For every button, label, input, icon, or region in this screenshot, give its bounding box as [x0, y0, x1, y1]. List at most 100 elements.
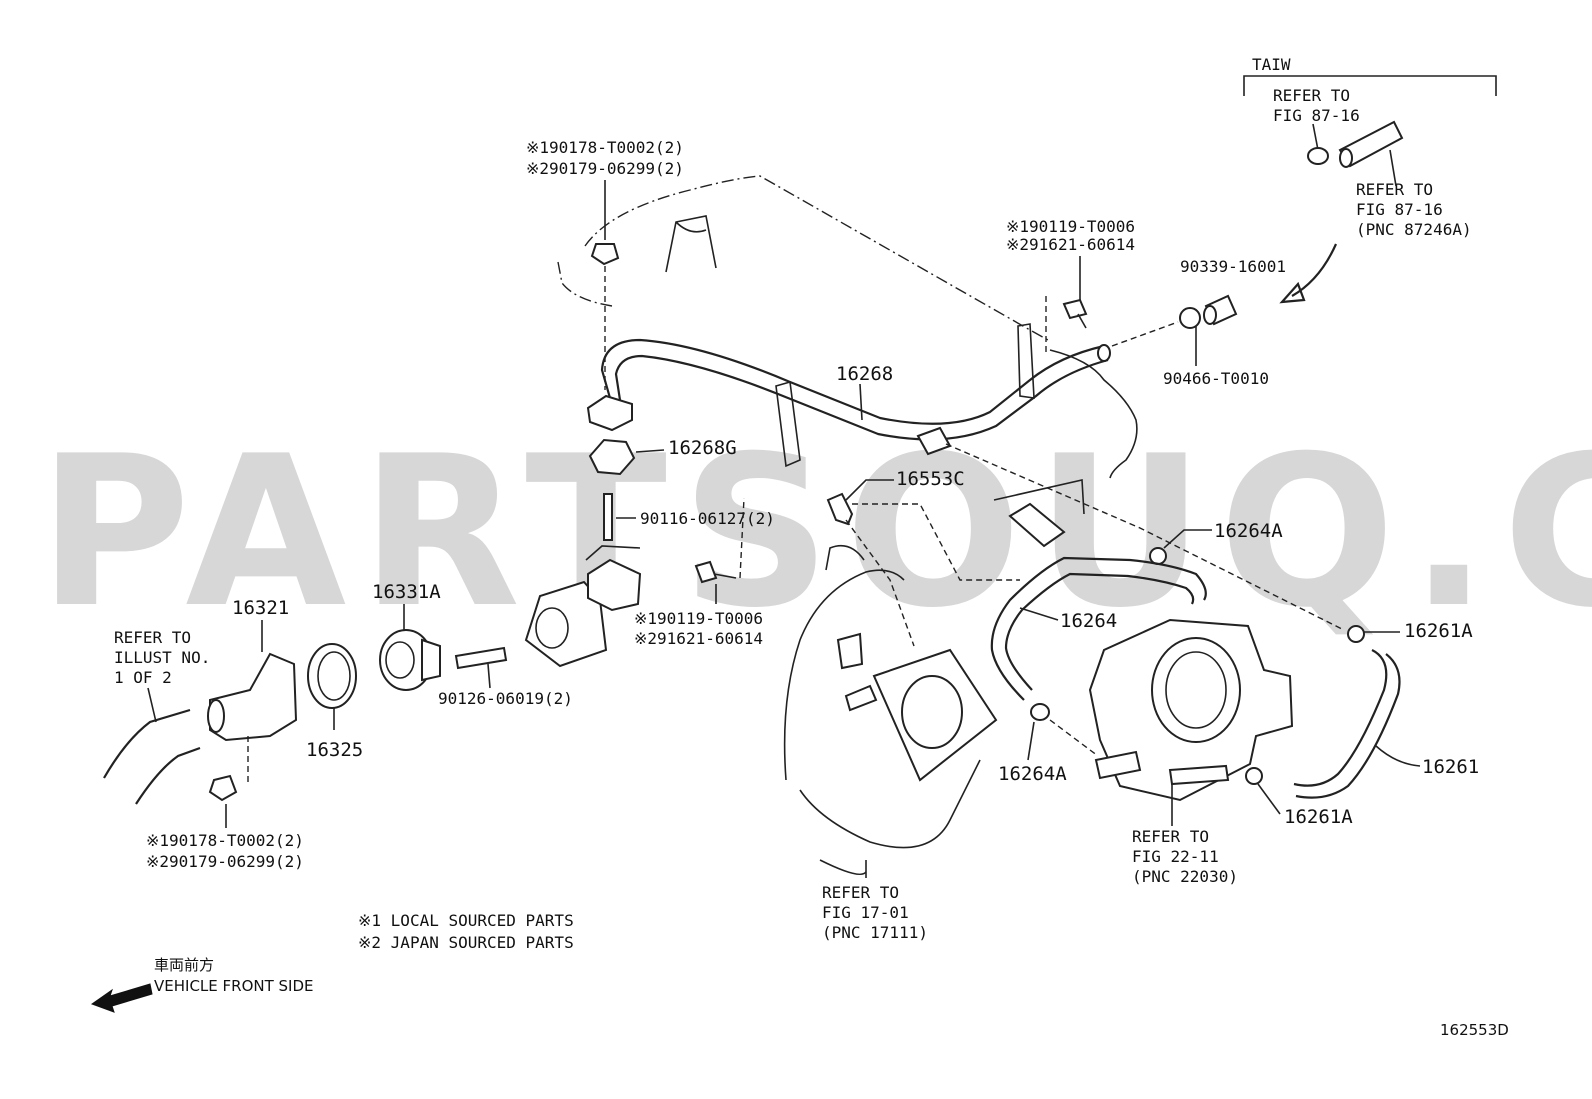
- label-refer-17-line2: FIG 17-01: [822, 903, 909, 922]
- taiw-bracket: [1243, 75, 1497, 96]
- bolt-mid-shank: [713, 573, 737, 579]
- label-16261a-bottom: 16261A: [1284, 806, 1353, 828]
- watermark: PARTSOUQ.COM: [38, 412, 1592, 654]
- radiator-hose-lower: [135, 746, 201, 805]
- front-label-en: VEHICLE FRONT SIDE: [154, 977, 314, 995]
- label-90466: 90466-T0010: [1163, 369, 1269, 388]
- water-outlet-bore: [535, 607, 569, 649]
- manifold-runner-top: [825, 544, 865, 571]
- leader-16553c: [845, 479, 894, 501]
- label-refer-22-line2: FIG 22-11: [1132, 847, 1219, 866]
- taiw-refer1-line1: REFER TO: [1273, 86, 1350, 105]
- label-90116: 90116-06127(2): [640, 509, 775, 528]
- gasket-16325-inner: [317, 651, 351, 701]
- label-refer-17-line1: REFER TO: [822, 883, 899, 902]
- label-refer-22-line1: REFER TO: [1132, 827, 1209, 846]
- taiw-clip: [1307, 147, 1329, 165]
- bolt-right-shank: [1077, 313, 1087, 329]
- water-inlet-port: [207, 699, 225, 733]
- pipe-16268-lower: [614, 354, 1109, 441]
- clip-16261a-bottom: [1245, 767, 1263, 785]
- leader-16264: [1019, 607, 1059, 621]
- clip-16264a-top: [1149, 547, 1167, 565]
- label-16331a: 16331A: [372, 581, 441, 603]
- label-16321: 16321: [232, 597, 289, 619]
- engine-cover-edge: [557, 261, 613, 307]
- label-refer-illust-line3: 1 OF 2: [114, 668, 172, 687]
- front-label-jp: 車両前方: [154, 956, 214, 974]
- hose-16264-upper: [990, 556, 1207, 701]
- water-inlet-16321: [209, 652, 298, 742]
- taiw-hose-end: [1339, 148, 1353, 168]
- nut-bottom: [208, 774, 238, 802]
- oil-cap-top: [675, 221, 707, 233]
- taiw-refer2-line3: (PNC 87246A): [1356, 220, 1472, 239]
- leader-taiw-hose: [1389, 149, 1397, 187]
- legend-japan: ※2 JAPAN SOURCED PARTS: [358, 933, 574, 952]
- label-bolt-right-2: ※291621-60614: [1006, 235, 1135, 254]
- dash-16264a-to-throttle: [1049, 719, 1099, 757]
- diagram-code: 162553D: [1440, 1021, 1509, 1039]
- manifold-lower-edge: [799, 759, 981, 849]
- label-16264a-top: 16264A: [1214, 520, 1283, 542]
- throttle-pipe-right: [1168, 764, 1230, 786]
- leader-16261: [1375, 745, 1421, 767]
- throttle-pipe-left: [1094, 750, 1142, 780]
- taiw-arrow-shaft: [1291, 243, 1338, 297]
- front-arrow-icon: [90, 983, 153, 1013]
- label-bolt-bottom-2: ※290179-06299(2): [146, 852, 304, 871]
- manifold-flange-bore: [901, 675, 963, 749]
- part-90339-cap-end: [1203, 305, 1217, 325]
- engine-block-line: [993, 479, 1085, 515]
- legend-local: ※1 LOCAL SOURCED PARTS: [358, 911, 574, 930]
- dash-clip-path: [852, 503, 1020, 581]
- label-refer-illust-line1: REFER TO: [114, 628, 191, 647]
- label-bolt-top-2: ※290179-06299(2): [526, 159, 684, 178]
- hose-16261-upper: [1293, 649, 1388, 787]
- label-refer-22-line3: (PNC 22030): [1132, 867, 1238, 886]
- leader-16264a-bottom: [1027, 721, 1035, 761]
- label-16264: 16264: [1060, 610, 1117, 632]
- label-90339: 90339-16001: [1180, 257, 1286, 276]
- label-16268: 16268: [836, 363, 893, 385]
- label-refer-illust-line2: ILLUST NO.: [114, 648, 210, 667]
- part-90466-clip: [1179, 307, 1201, 329]
- label-16553c: 16553C: [896, 468, 965, 490]
- thermostat-body: [421, 638, 441, 682]
- dash-bolt-mid: [739, 497, 745, 579]
- label-refer-17-line3: (PNC 17111): [822, 923, 928, 942]
- stud-90116: [603, 493, 613, 541]
- engine-block-edge: [1049, 349, 1138, 479]
- dash-cap-to-pipe: [1111, 321, 1179, 347]
- housing-flange: [587, 558, 642, 612]
- clip-16264a-bottom: [1030, 703, 1050, 721]
- manifold-base: [819, 859, 867, 876]
- engine-cover-outline: [584, 175, 1049, 341]
- stud-90126: [454, 646, 508, 670]
- manifold-runner-outer: [783, 569, 905, 781]
- leader-90126: [487, 663, 491, 689]
- bolt-mid-head: [694, 560, 718, 584]
- hose-16264-lower: [1004, 572, 1195, 691]
- throttle-plate: [1165, 651, 1227, 729]
- label-bolt-right-1: ※190119-T0006: [1006, 217, 1135, 236]
- taiw-refer2-line2: FIG 87-16: [1356, 200, 1443, 219]
- label-16268g: 16268G: [668, 437, 737, 459]
- nut-top: [590, 243, 620, 266]
- gasket-16325: [307, 643, 357, 709]
- radiator-hose-upper: [103, 708, 191, 779]
- leader-taiw-clip: [1312, 123, 1319, 151]
- leader-16268g: [635, 449, 665, 453]
- manifold-nipple: [844, 684, 878, 712]
- manifold-port: [836, 632, 864, 670]
- pipe-16268-flange: [586, 394, 633, 432]
- leader-16268: [859, 383, 863, 421]
- pipe-16268-upper: [600, 338, 1105, 425]
- leader-refer-illust: [147, 687, 157, 723]
- gasket-16268g: [588, 438, 636, 476]
- taiw-arrow-head: [1279, 281, 1306, 304]
- label-16325: 16325: [306, 739, 363, 761]
- pipe-bracket-right: [1017, 323, 1035, 399]
